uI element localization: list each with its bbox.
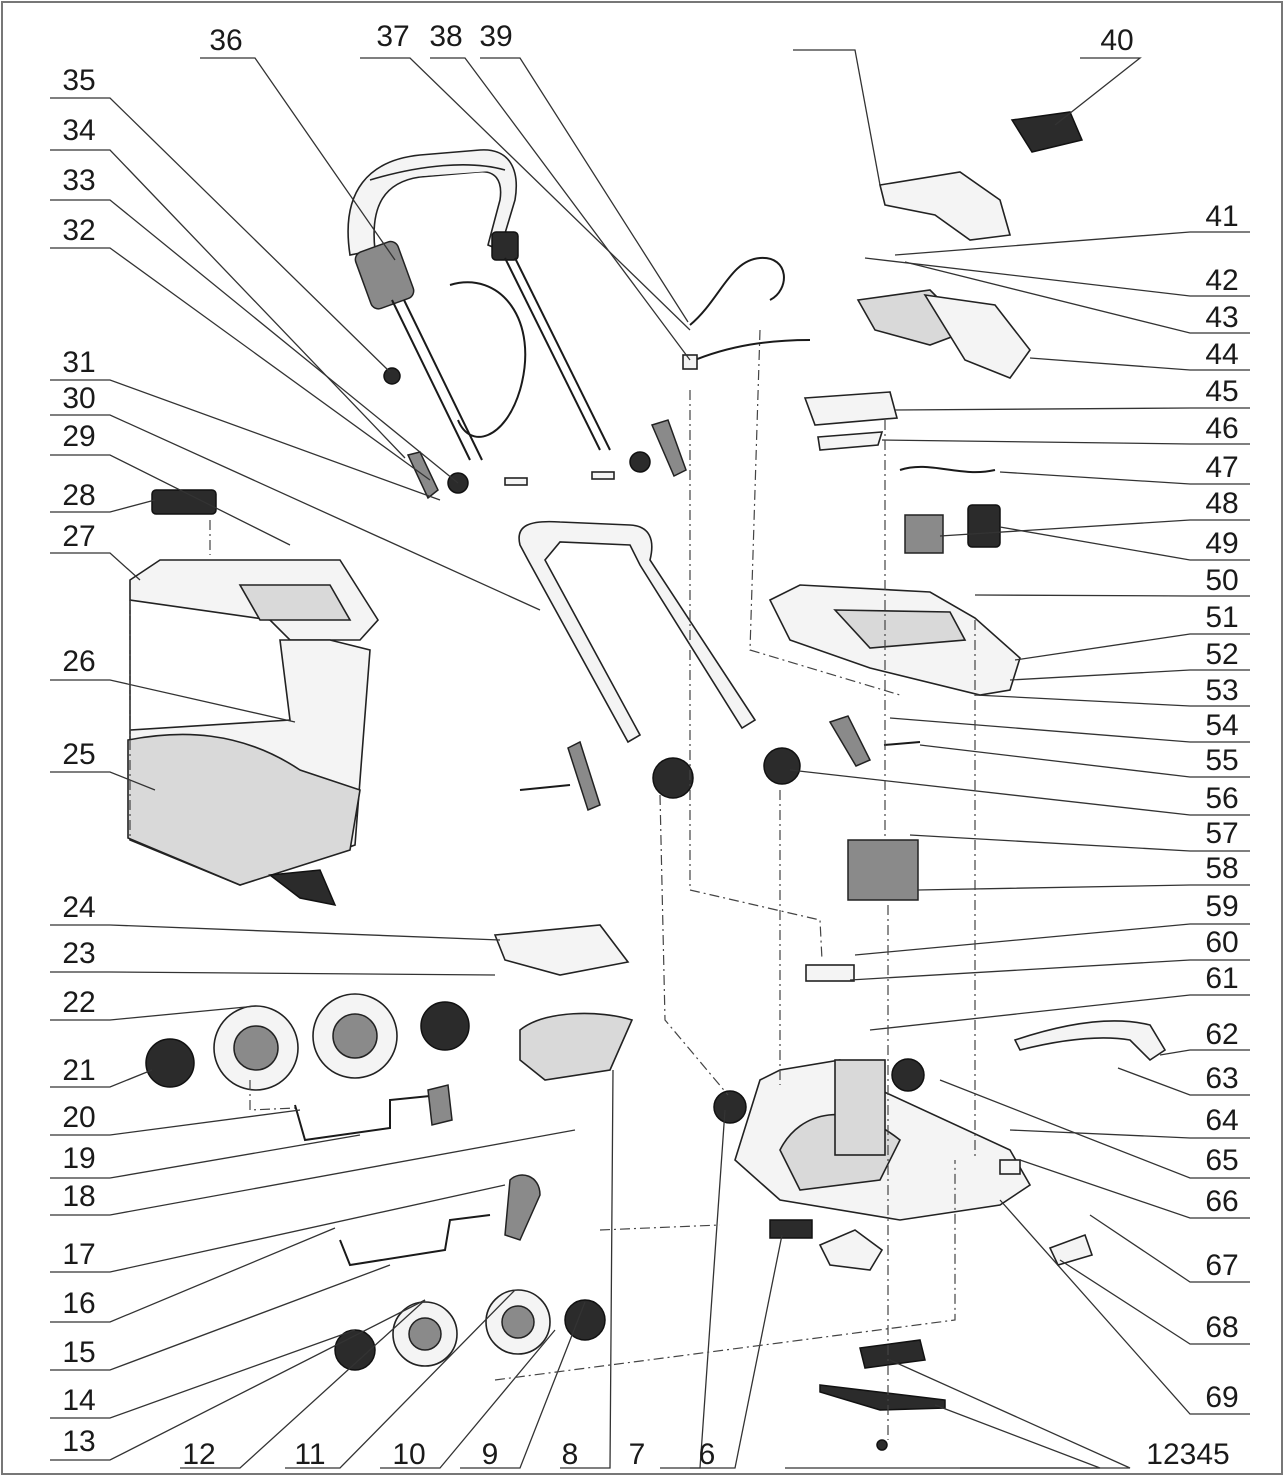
callout-label: 30 <box>62 382 95 415</box>
callout-label: 32 <box>62 214 95 247</box>
grass-box <box>127 489 380 907</box>
callout-label: 64 <box>1205 1104 1238 1137</box>
assembly-lines <box>129 329 976 1440</box>
callout-label: 47 <box>1205 451 1238 484</box>
callout-labels: 36 37 38 39 40 35 34 33 32 31 30 29 28 2… <box>62 20 1238 1471</box>
callout-label: 59 <box>1205 890 1238 923</box>
callout-label: 42 <box>1205 264 1238 297</box>
callout-label: 14 <box>62 1384 95 1417</box>
callout-label: 63 <box>1205 1062 1238 1095</box>
callout-label: 57 <box>1205 817 1238 850</box>
callout-label: 49 <box>1205 527 1238 560</box>
callout-label: 33 <box>62 164 95 197</box>
callout-label: 69 <box>1205 1381 1238 1414</box>
callout-label: 58 <box>1205 852 1238 885</box>
callout-label: 8 <box>562 1438 579 1471</box>
callout-label: 36 <box>209 24 242 57</box>
wheels <box>145 747 925 1371</box>
callout-label: 51 <box>1205 601 1238 634</box>
upper-handle <box>347 149 611 461</box>
mower-deck <box>734 839 1032 1221</box>
callout-label: 6 <box>699 1438 716 1471</box>
callout-label: 24 <box>62 891 95 924</box>
callout-label: 43 <box>1205 301 1238 334</box>
callout-label: 7 <box>629 1438 646 1471</box>
callout-label: 10 <box>392 1438 425 1471</box>
callout-label: 29 <box>62 420 95 453</box>
callout-label: 56 <box>1205 782 1238 815</box>
callout-label: 66 <box>1205 1185 1238 1218</box>
callout-label: 40 <box>1100 24 1133 57</box>
callout-label: 55 <box>1205 744 1238 777</box>
callout-label: 48 <box>1205 487 1238 520</box>
callout-label: 27 <box>62 520 95 553</box>
callout-label: 13 <box>62 1425 95 1458</box>
callout-label: 37 <box>376 20 409 53</box>
callout-label: 26 <box>62 645 95 678</box>
parts-illustration <box>127 111 1167 1451</box>
callout-label: 38 <box>429 20 462 53</box>
callout-label: 54 <box>1205 709 1238 742</box>
callout-label: 18 <box>62 1180 95 1213</box>
motor-cover <box>768 111 1084 696</box>
callout-label: 11 <box>294 1438 325 1471</box>
callout-label: 23 <box>62 937 95 970</box>
callout-label: 52 <box>1205 638 1238 671</box>
callout-label: 67 <box>1205 1249 1238 1282</box>
callout-label: 62 <box>1205 1018 1238 1051</box>
callout-label: 16 <box>62 1287 95 1320</box>
callout-label: 60 <box>1205 926 1238 959</box>
callout-label: 45 <box>1205 375 1238 408</box>
callout-label: 19 <box>62 1142 95 1175</box>
callout-label: 65 <box>1205 1144 1238 1177</box>
callout-label: 39 <box>479 20 512 53</box>
callout-label: 20 <box>62 1101 95 1134</box>
callout-label: 35 <box>62 64 95 97</box>
callout-label: 25 <box>62 738 95 771</box>
callout-label: 53 <box>1205 674 1238 707</box>
callout-label: 9 <box>482 1438 499 1471</box>
callout-label: 17 <box>62 1238 95 1271</box>
callout-label: 12345 <box>1146 1438 1229 1471</box>
leader-lines <box>50 49 1250 1469</box>
callout-label: 50 <box>1205 564 1238 597</box>
callout-label: 21 <box>62 1054 95 1087</box>
callout-label: 46 <box>1205 412 1238 445</box>
callout-label: 44 <box>1205 338 1238 371</box>
callout-label: 15 <box>62 1336 95 1369</box>
callout-label: 31 <box>62 346 95 379</box>
callout-label: 68 <box>1205 1311 1238 1344</box>
callout-label: 12 <box>182 1438 215 1471</box>
callout-label: 61 <box>1205 962 1238 995</box>
callout-label: 28 <box>62 479 95 512</box>
callout-label: 41 <box>1205 200 1238 233</box>
callout-label: 22 <box>62 986 95 1019</box>
callout-label: 34 <box>62 114 95 147</box>
